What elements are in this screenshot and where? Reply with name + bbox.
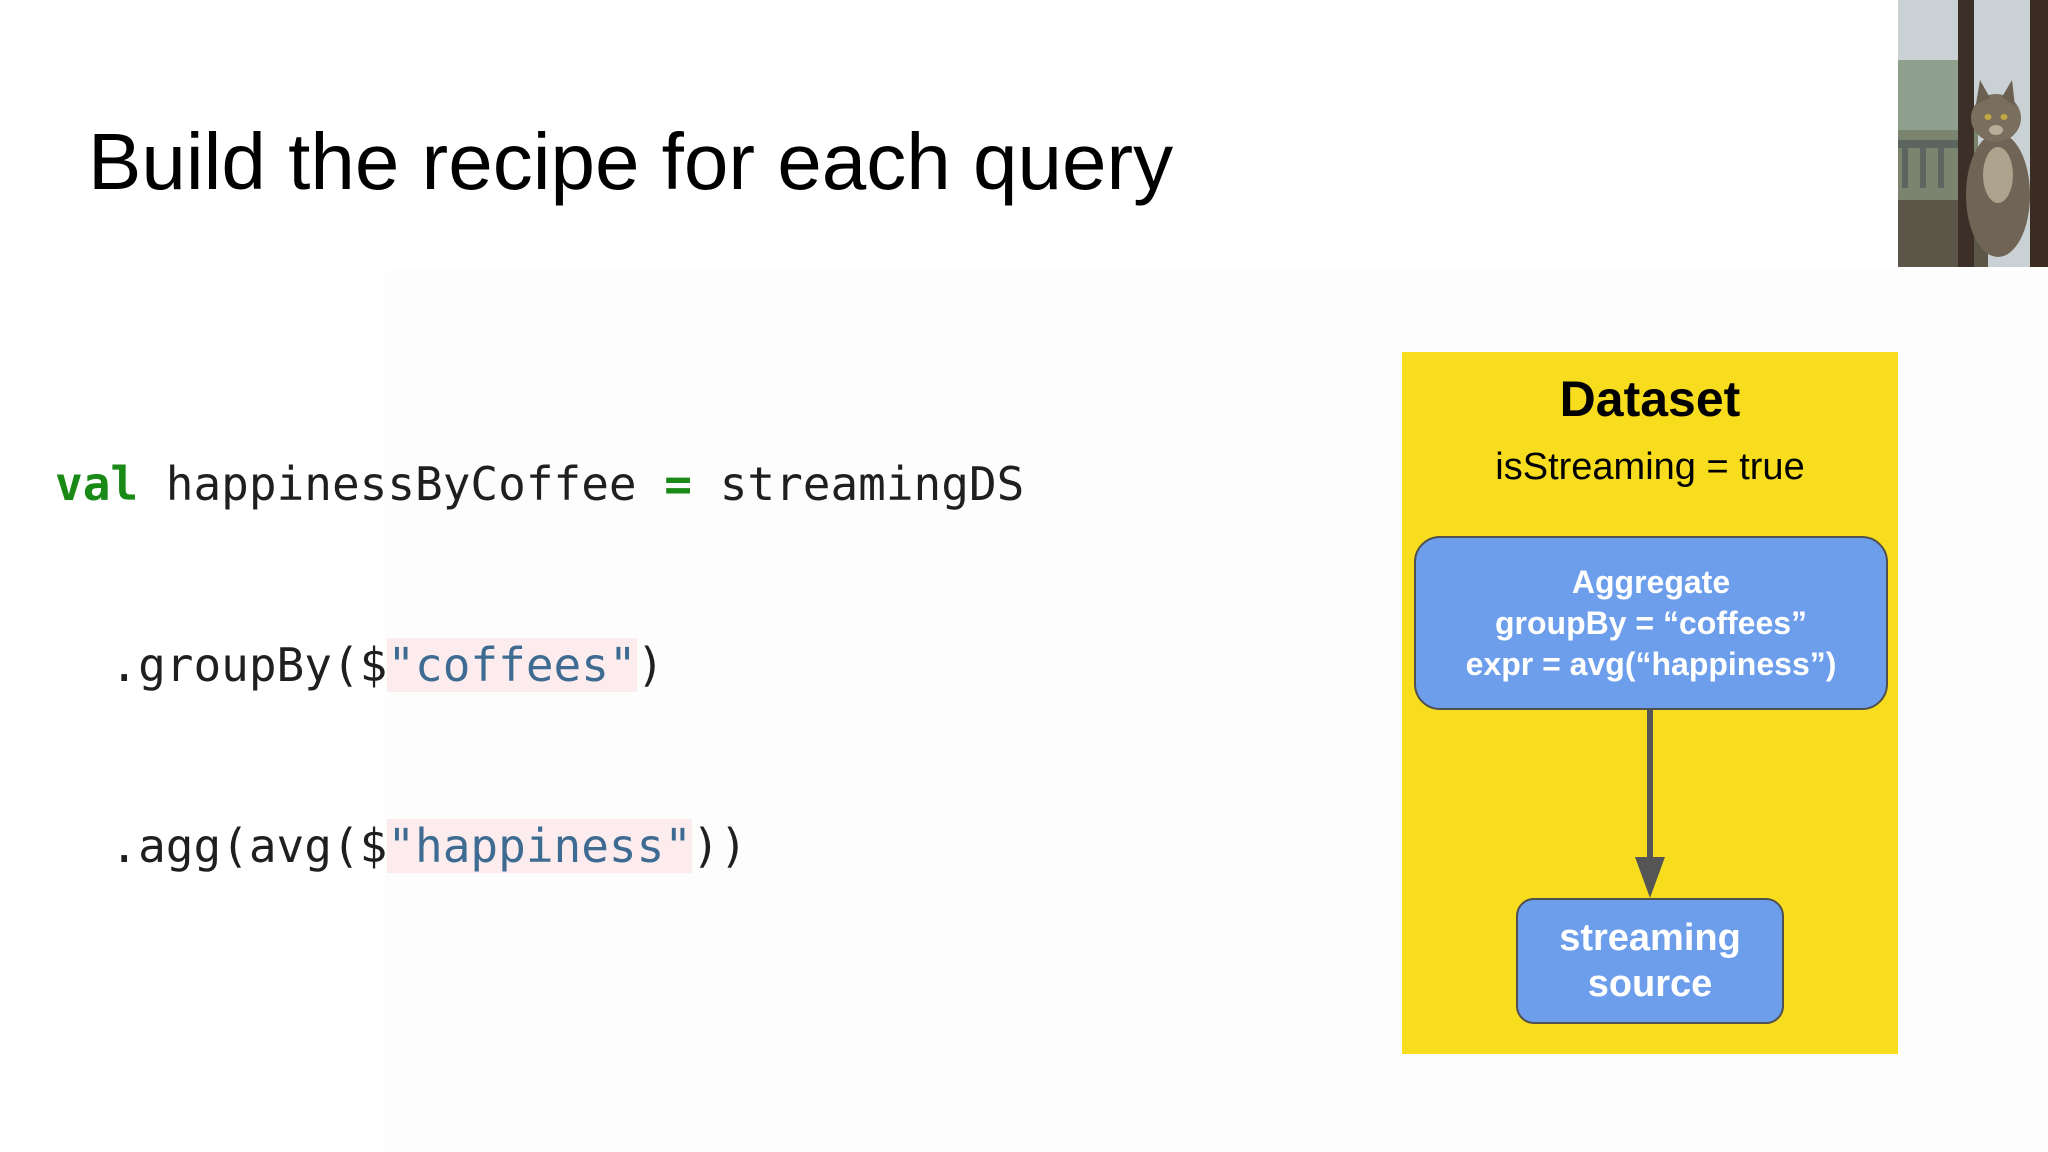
code-string-happiness: "happiness" bbox=[387, 819, 692, 873]
arrow-head-icon bbox=[1635, 857, 1665, 898]
code-paren: ) bbox=[636, 638, 665, 692]
code-string-coffees: "coffees" bbox=[387, 638, 637, 692]
slide-title: Build the recipe for each query bbox=[88, 117, 1174, 206]
aggregate-node-groupby: groupBy = “coffees” bbox=[1494, 604, 1808, 641]
code-keyword-val: val bbox=[55, 457, 139, 511]
flow-arrow bbox=[1635, 710, 1665, 898]
webcam-thumbnail bbox=[1898, 0, 2048, 267]
source-node-line1: streaming bbox=[1559, 917, 1741, 959]
code-agg-call: .agg(avg($ bbox=[55, 819, 388, 873]
cat-webcam-icon bbox=[1898, 0, 2048, 267]
aggregate-node-expr: expr = avg(“happiness”) bbox=[1465, 645, 1837, 682]
aggregate-node: Aggregate groupBy = “coffees” expr = avg… bbox=[1414, 536, 1888, 710]
code-identifier: happinessByCoffee bbox=[138, 457, 665, 511]
dataset-diagram: Dataset isStreaming = true Aggregate gro… bbox=[1402, 352, 1898, 1054]
code-line-3: .agg(avg($"happiness")) bbox=[55, 814, 1024, 887]
code-source: streamingDS bbox=[692, 457, 1025, 511]
diagram-subtitle: isStreaming = true bbox=[1495, 446, 1805, 488]
code-parens: )) bbox=[691, 819, 748, 873]
code-block: val happinessByCoffee = streamingDS .gro… bbox=[55, 344, 1024, 995]
streaming-source-node: streaming source bbox=[1516, 898, 1784, 1024]
diagram-title: Dataset bbox=[1559, 371, 1741, 427]
code-operator: = bbox=[664, 457, 692, 511]
code-line-2: .groupBy($"coffees") bbox=[55, 633, 1024, 706]
code-groupby-call: .groupBy($ bbox=[55, 638, 388, 692]
code-line-1: val happinessByCoffee = streamingDS bbox=[55, 452, 1024, 525]
source-node-line2: source bbox=[1587, 963, 1713, 1005]
aggregate-node-title: Aggregate bbox=[1571, 563, 1731, 600]
